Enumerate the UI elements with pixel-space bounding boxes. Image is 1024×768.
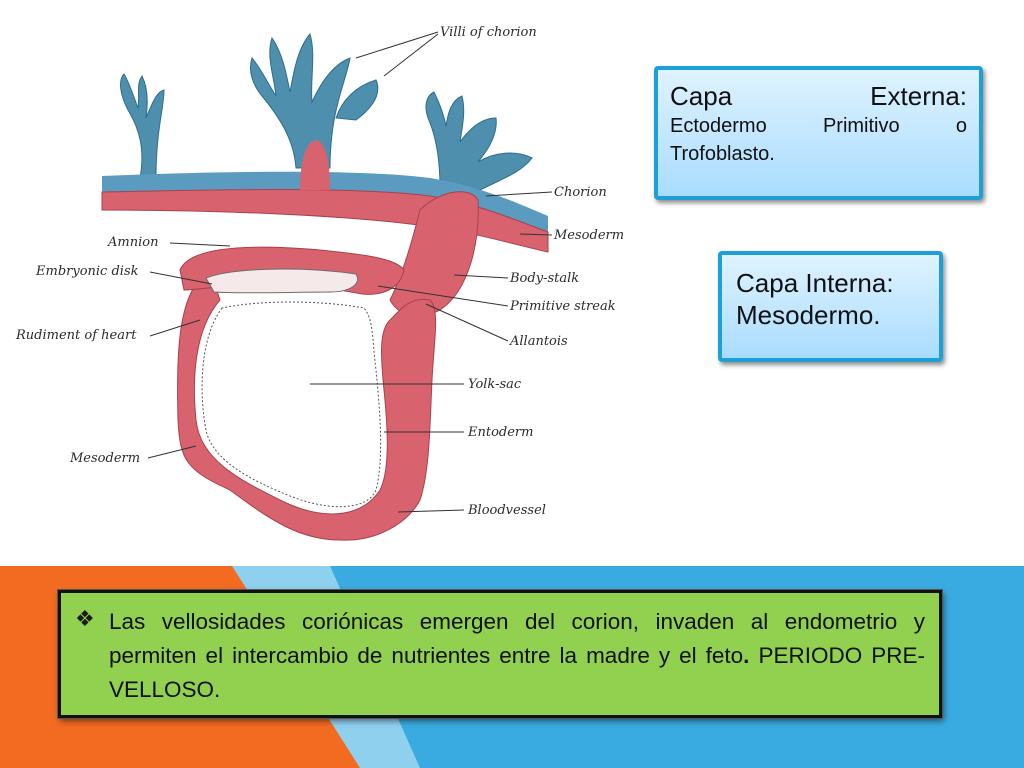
villus-right <box>425 91 533 191</box>
capa-externa-title-word1: Capa <box>670 81 733 111</box>
villus-stalk <box>300 140 330 190</box>
label-rudiment-of-heart: Rudiment of heart <box>15 328 137 343</box>
label-bloodvessel: Bloodvessel <box>467 503 546 518</box>
label-villi-of-chorion: Villi of chorion <box>440 25 537 40</box>
chorion-layer <box>102 171 548 232</box>
label-body-stalk: Body-stalk <box>509 271 579 286</box>
label-mesoderm-bottom: Mesoderm <box>69 451 140 466</box>
capa-externa-title: Capa Externa: <box>670 80 967 112</box>
summary-sentence: Las vellosidades coriónicas emergen del … <box>109 609 925 668</box>
embryonic-disk-shape <box>205 268 358 294</box>
villus-left <box>120 73 165 179</box>
summary-box: ❖ Las vellosidades coriónicas emergen de… <box>58 590 942 718</box>
label-entoderm: Entoderm <box>467 425 533 440</box>
diamond-bullet-icon: ❖ <box>75 606 95 631</box>
capa-interna-body: Mesodermo. <box>736 300 881 330</box>
villus-center-small <box>335 79 379 121</box>
label-allantois: Allantois <box>509 334 568 349</box>
leader-lines <box>147 31 553 513</box>
summary-emphasis: PERIODO PRE-VELLOSO. <box>109 643 925 702</box>
label-primitive-streak: Primitive streak <box>509 299 616 314</box>
capa-interna-box: Capa Interna: Mesodermo. <box>718 251 943 362</box>
label-mesoderm-top: Mesoderm <box>553 228 624 243</box>
label-amnion: Amnion <box>107 235 158 250</box>
label-embryonic-disk: Embryonic disk <box>35 264 139 279</box>
embryo-diagram: Villi of chorion Chorion Mesoderm Amnion… <box>15 25 624 541</box>
summary-period: . <box>743 643 750 668</box>
yolk-sac-wall <box>177 269 437 541</box>
capa-externa-title-word2: Externa: <box>870 81 967 111</box>
capa-externa-box: Capa Externa: Ectodermo Primitivo o Trof… <box>654 66 983 200</box>
summary-text: Las vellosidades coriónicas emergen del … <box>109 605 925 707</box>
diagram-labels: Villi of chorion Chorion Mesoderm Amnion… <box>15 25 624 518</box>
villus-center <box>249 32 351 169</box>
chorionic-villi <box>120 32 533 191</box>
label-chorion: Chorion <box>554 185 607 200</box>
yolk-sac-cavity <box>201 301 382 508</box>
capa-interna-title: Capa Interna: <box>736 268 894 298</box>
label-yolk-sac: Yolk-sac <box>468 377 522 392</box>
capa-externa-body: Ectodermo Primitivo o Trofoblasto. <box>670 115 967 165</box>
